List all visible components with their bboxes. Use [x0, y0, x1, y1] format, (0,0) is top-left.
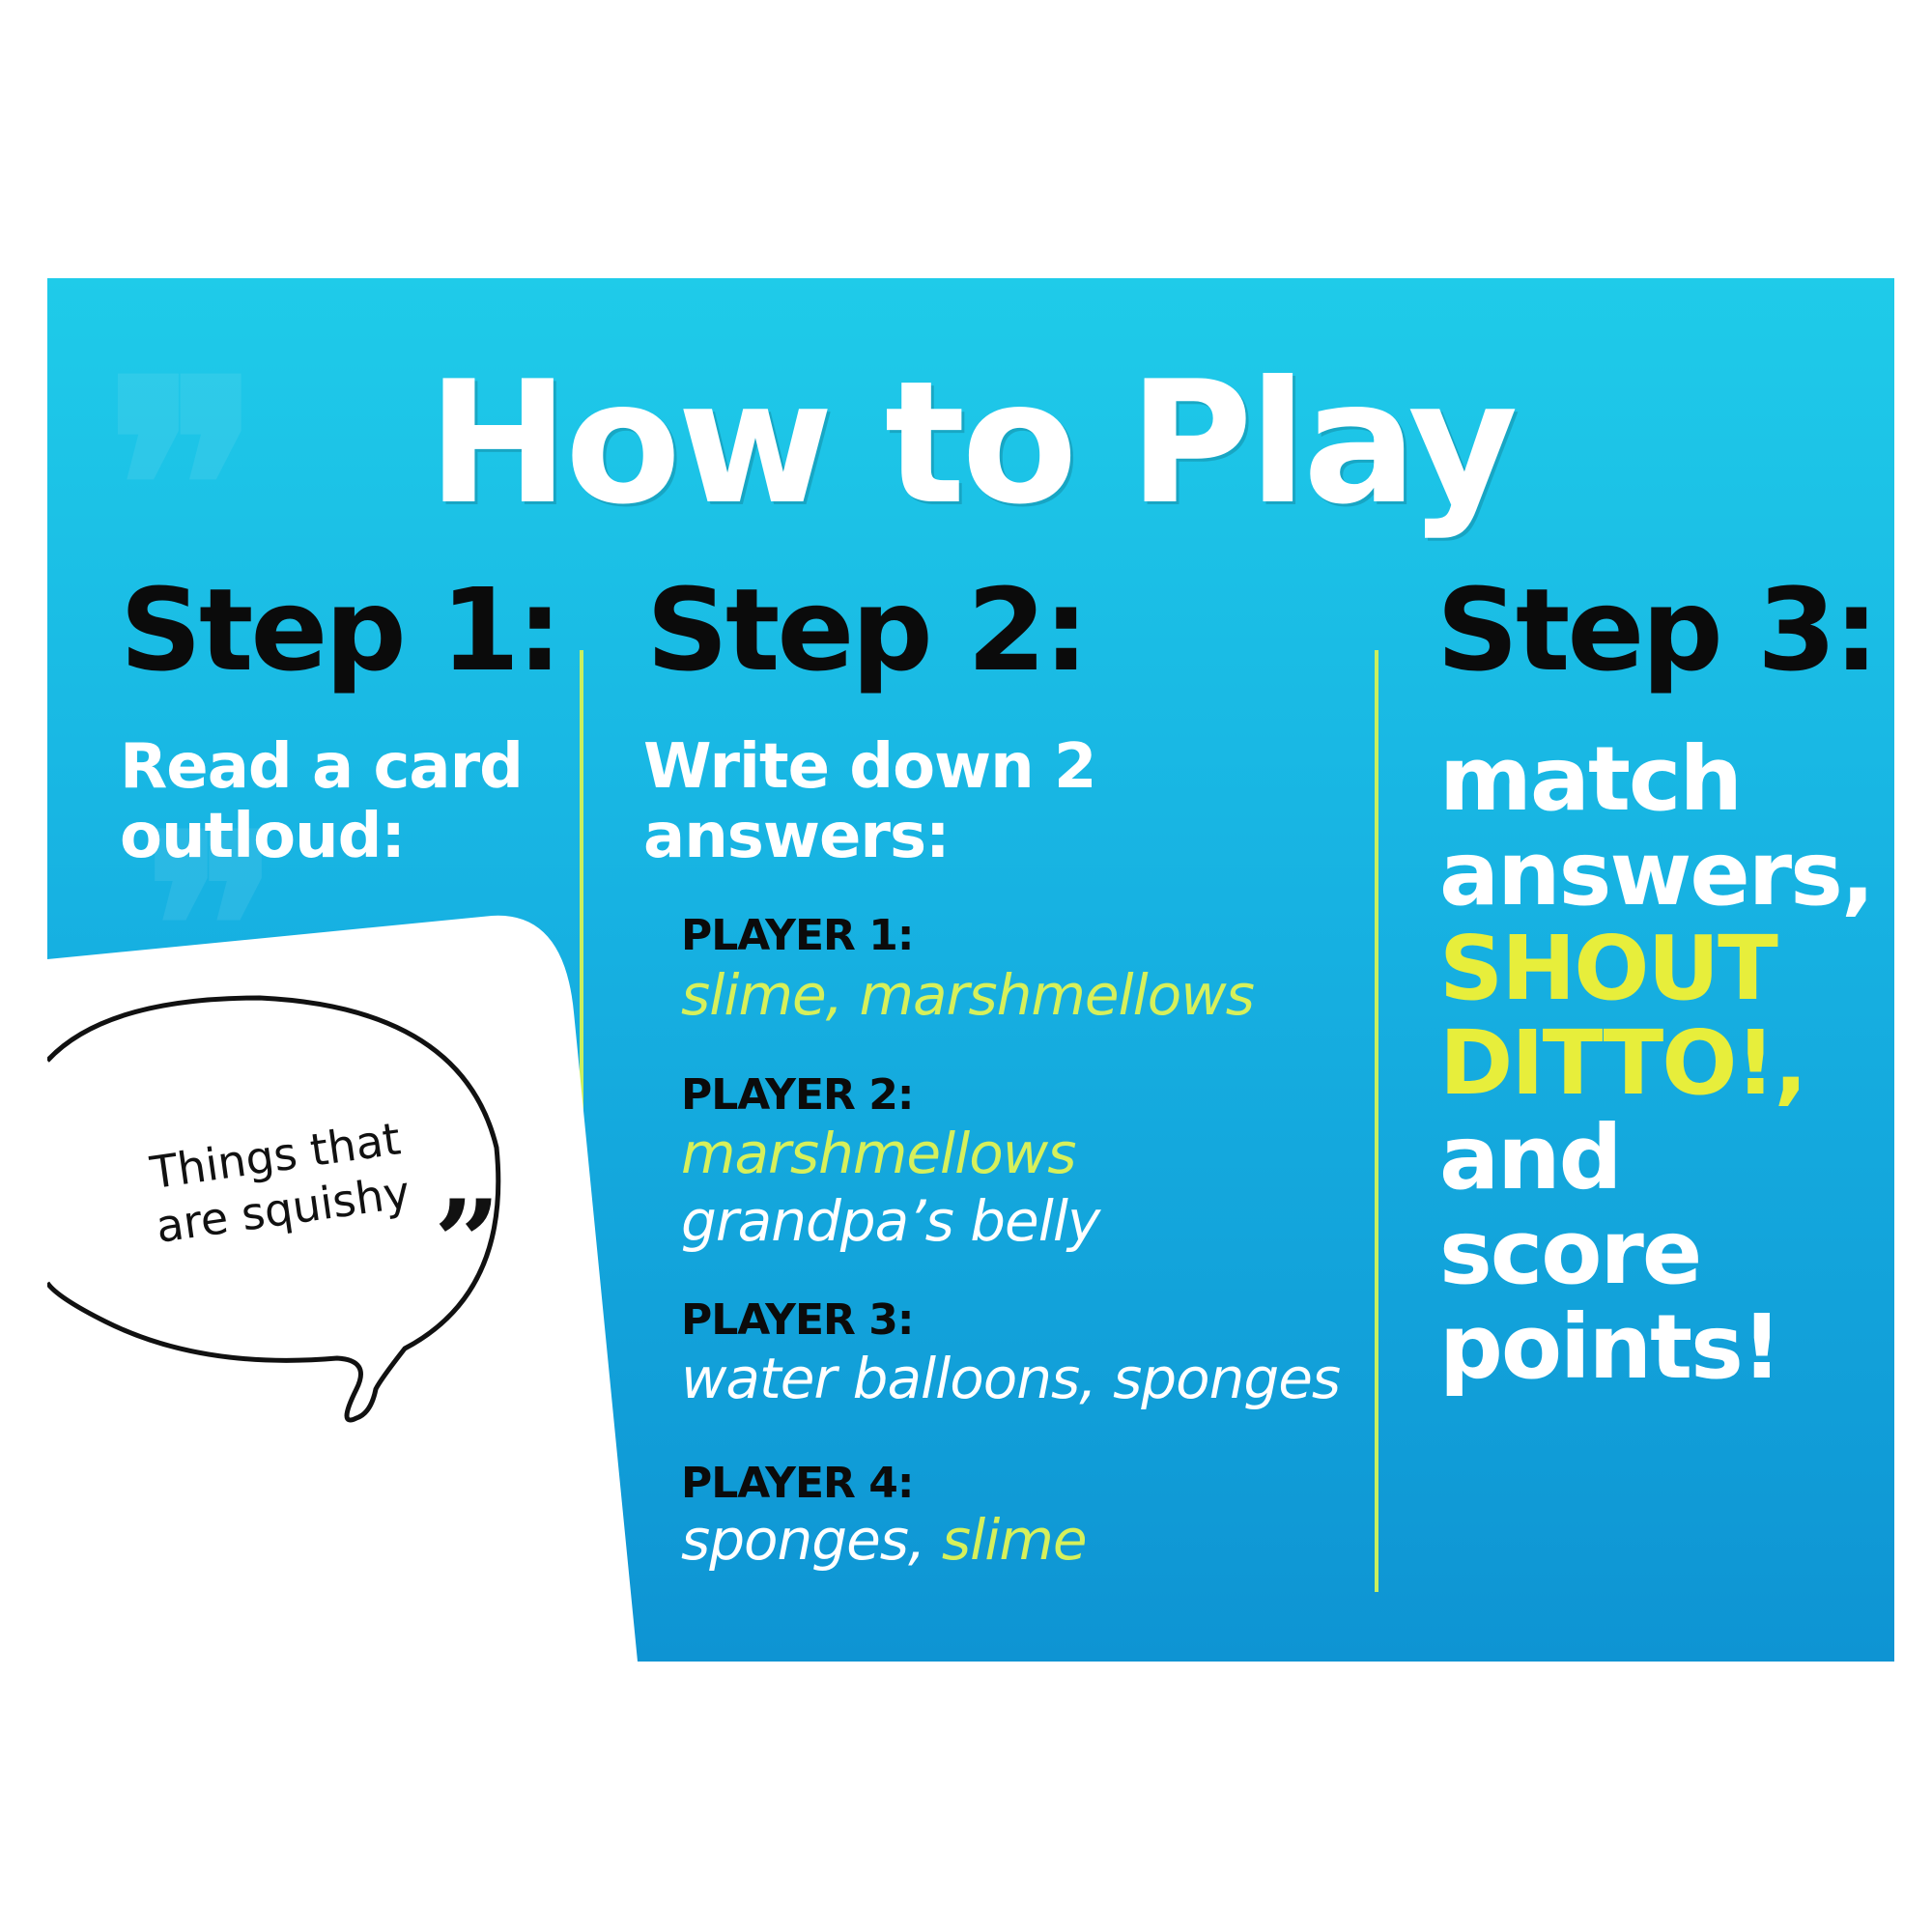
step-3-text: match answers, SHOUT DITTO!, and score p…: [1439, 732, 1894, 1395]
step-3-line: match: [1439, 727, 1743, 831]
step-1-text-line: outloud:: [120, 801, 406, 872]
how-to-play-panel: ❞ ❞ How to Play Step 1: Step 2: Step 3: …: [47, 278, 1894, 1662]
player-3-label: PLAYER 3:: [681, 1295, 914, 1345]
player-4-answers: sponges, slime: [681, 1507, 1088, 1573]
player-4-answer-2: slime: [941, 1507, 1088, 1573]
step-1-text-line: Read a card: [120, 731, 524, 803]
speech-bubble: [47, 995, 501, 1423]
player-2-answer-1: marshmellows: [681, 1121, 1076, 1186]
step-3-line: answers,: [1439, 822, 1875, 925]
player-2-answer-2: grandpa’s belly: [681, 1188, 1100, 1254]
step-3-highlight-line: DITTO!,: [1439, 1011, 1807, 1115]
step-3-highlight-line: SHOUT: [1439, 917, 1778, 1020]
step-1-text: Read a card outloud:: [120, 731, 524, 872]
step-1-heading: Step 1:: [120, 563, 562, 696]
step-2-text: Write down 2 answers:: [643, 731, 1097, 872]
step-3-line: points!: [1439, 1295, 1782, 1399]
step-2-text-line: answers:: [643, 801, 951, 872]
player-2-label: PLAYER 2:: [681, 1070, 914, 1120]
player-4-label: PLAYER 4:: [681, 1459, 914, 1508]
step-2-text-line: Write down 2: [643, 731, 1097, 803]
step-2-heading: Step 2:: [646, 563, 1089, 696]
quote-mark-icon: ”: [434, 1175, 500, 1311]
column-divider: [1375, 650, 1378, 1592]
quote-mark-decoration-icon: ❞: [105, 317, 262, 658]
step-3-line: and score: [1439, 1106, 1702, 1304]
player-1-answers: slime, marshmellows: [681, 962, 1255, 1028]
card-illustration: ”: [47, 915, 638, 1662]
step-3-heading: Step 3:: [1436, 563, 1879, 696]
player-3-answers: water balloons, sponges: [681, 1346, 1341, 1411]
player-4-answer-1: sponges,: [681, 1507, 942, 1573]
player-1-label: PLAYER 1:: [681, 911, 914, 960]
page-title: How to Play: [427, 346, 1518, 542]
